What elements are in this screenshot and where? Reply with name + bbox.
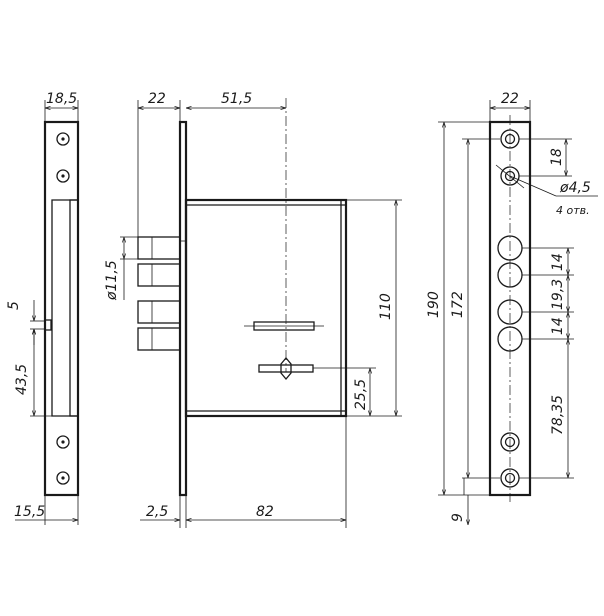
dim-14-a: 14 [550, 253, 566, 271]
screw-hole [56, 169, 70, 183]
dim-18-5: 18,5 [46, 91, 77, 107]
deadbolt [137, 327, 181, 351]
screw-hole [56, 132, 70, 146]
deadbolt [137, 236, 186, 260]
dim-110: 110 [378, 293, 394, 320]
holes-count-note: 4 отв. [556, 204, 590, 217]
deadbolt [137, 300, 181, 324]
dim-15-5: 15,5 [14, 504, 45, 520]
dim-25-5: 25,5 [353, 379, 369, 410]
screw-hole [500, 432, 520, 452]
dim-22-right: 22 [501, 91, 519, 107]
middle-view-lock-body: 22 51,5 ø11,5 110 25,5 2,5 82 [104, 91, 402, 528]
screw-hole [56, 435, 70, 449]
right-view-front-plate: 22 18 ø4,5 4 отв. 190 172 14 19,3 14 [426, 91, 598, 525]
dim-d4-5: ø4,5 [559, 180, 591, 196]
dim-18: 18 [549, 148, 565, 166]
dim-51-5: 51,5 [221, 91, 252, 107]
dim-78-35: 78,35 [550, 395, 566, 435]
dim-190: 190 [426, 291, 442, 318]
dim-14-b: 14 [550, 317, 566, 335]
dim-d11-5: ø11,5 [104, 260, 120, 301]
left-view-faceplate: 18,5 15,5 5 43,5 [6, 91, 80, 525]
deadbolt [137, 263, 181, 287]
dim-82: 82 [256, 504, 274, 520]
dim-9: 9 [450, 513, 466, 522]
dim-19-3: 19,3 [550, 279, 566, 310]
dim-43-5: 43,5 [14, 364, 30, 395]
dim-2-5: 2,5 [146, 504, 168, 520]
spindle [258, 356, 314, 381]
dim-5: 5 [6, 301, 22, 310]
screw-hole [56, 471, 70, 485]
dim-22: 22 [148, 91, 166, 107]
dim-172: 172 [450, 291, 466, 318]
